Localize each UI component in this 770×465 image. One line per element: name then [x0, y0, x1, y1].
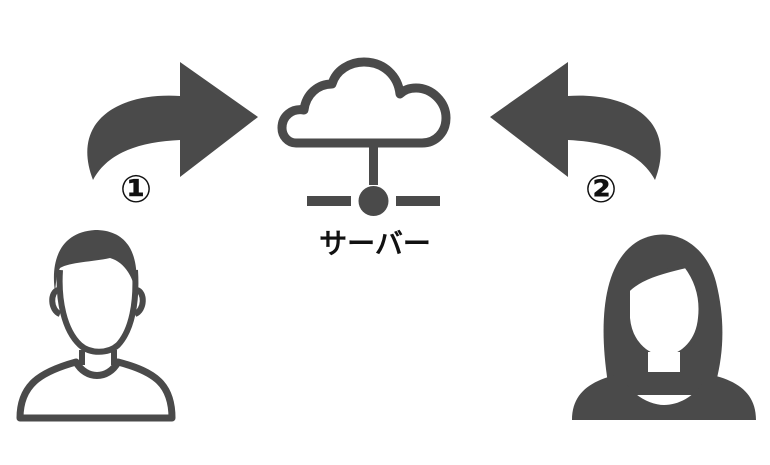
step-1-label: ①: [120, 167, 153, 211]
step-2-label: ②: [585, 167, 618, 211]
man-user-icon: [16, 230, 176, 422]
cloud-server-icon: [277, 57, 451, 216]
curved-arrow-right-icon: [87, 62, 258, 180]
server-label: サーバー: [319, 227, 431, 260]
woman-user-icon: [572, 234, 756, 420]
curved-arrow-left-icon: [490, 62, 661, 180]
